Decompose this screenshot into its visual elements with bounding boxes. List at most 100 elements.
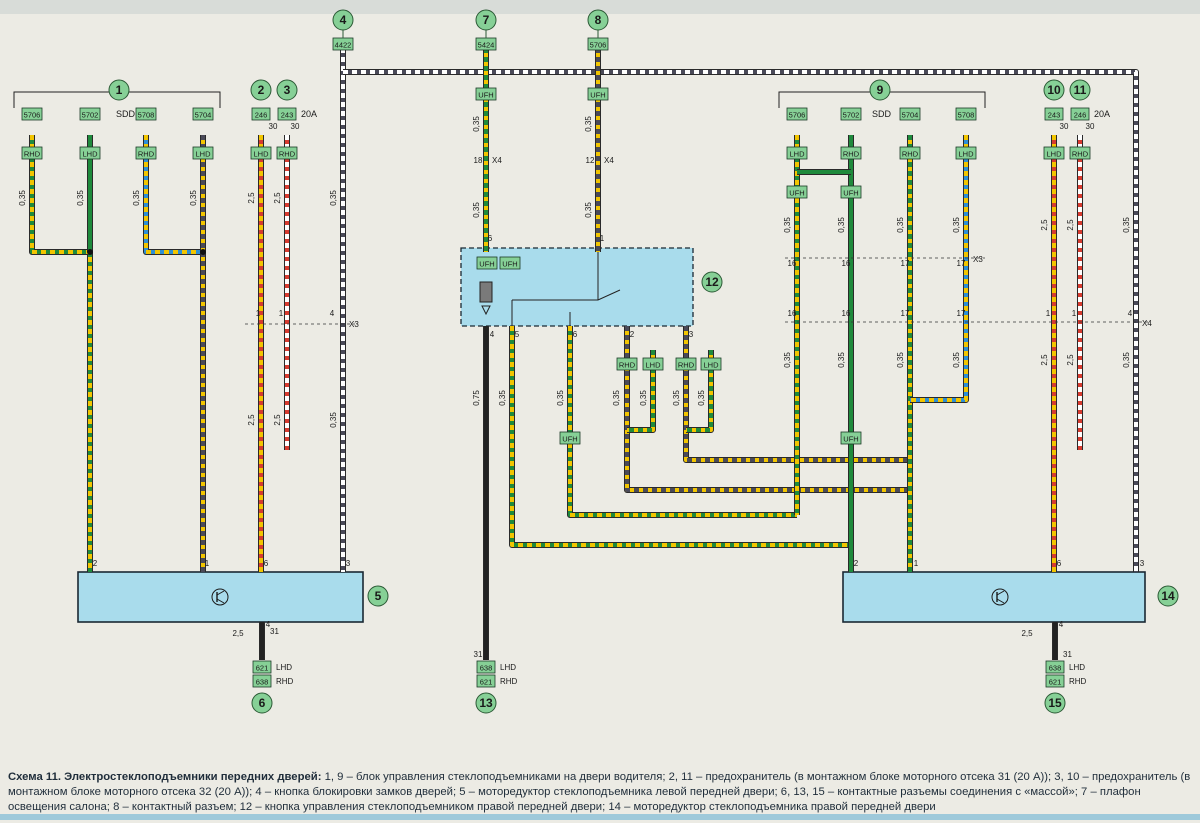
tag-rhd-6-box xyxy=(840,146,862,160)
code-5702-r: 5702 xyxy=(843,111,860,120)
tag-lhd-2: LHD xyxy=(195,150,211,159)
code-246-l: 246 xyxy=(255,111,268,120)
callout-c14-label: 14 xyxy=(1161,589,1175,603)
tag-lhd-3: LHD xyxy=(253,150,269,159)
wire-sw3-lhd xyxy=(686,350,713,432)
tag-rhd-7-box xyxy=(899,146,921,160)
switch-contacts xyxy=(511,252,621,326)
label-lhd-r: LHD xyxy=(1069,663,1085,672)
callout-c10-label: 10 xyxy=(1047,83,1061,97)
pin-p1-6: 1 xyxy=(914,559,919,568)
code-5706-l: 5706 xyxy=(24,111,41,120)
code-5702-r-box xyxy=(840,107,862,121)
tag-ufh-8-box xyxy=(840,431,862,445)
pin-p6-10: 6 xyxy=(488,234,493,243)
callout-c6-label: 6 xyxy=(259,696,266,710)
tag-rhd-4-box xyxy=(616,357,638,371)
pin-p2-15: 2 xyxy=(630,330,635,339)
label-sdd-r: SDD xyxy=(872,109,892,119)
gauge-25-7: 2,5 xyxy=(1066,354,1075,366)
gauge-25-2: 2,5 xyxy=(247,414,256,426)
code-5706-r: 5706 xyxy=(789,111,806,120)
code-5708-r: 5708 xyxy=(958,111,975,120)
tag-rhd-3: RHD xyxy=(279,150,296,159)
code-638-l-box xyxy=(252,674,272,688)
tag-rhd-1-box xyxy=(21,146,43,160)
wire-sw3-stripe xyxy=(684,326,910,462)
wire-sw2-outline xyxy=(624,326,913,572)
tag-rhd-2-box xyxy=(135,146,157,160)
callout-c9-circle xyxy=(869,79,891,101)
label-x4-r: X4 xyxy=(1142,319,1152,328)
code-638-r: 638 xyxy=(1049,664,1062,673)
callout-c5-circle xyxy=(367,585,389,607)
gauge-035-9: 0,35 xyxy=(837,217,846,233)
pin-p4-19: 4 xyxy=(330,309,335,318)
pin-p16-20: 16 xyxy=(788,259,797,268)
pin-p2-0: 2 xyxy=(93,559,98,568)
callout-c3-label: 3 xyxy=(284,83,291,97)
pin-p1-17: 1 xyxy=(256,309,261,318)
wire-l-5708-stripe xyxy=(144,135,203,254)
wire-sw2-lhd xyxy=(627,350,655,432)
code-246-r-box xyxy=(1070,107,1090,121)
label-20a-l: 20A xyxy=(301,109,317,119)
code-246-l-box xyxy=(251,107,271,121)
pin-p17-23: 17 xyxy=(957,259,966,268)
pin-p6-7: 6 xyxy=(1057,559,1062,568)
pin-p4-9: 4 xyxy=(1059,620,1064,629)
gauge-25-4: 2,5 xyxy=(1040,219,1049,231)
gauge-035-13: 0,35 xyxy=(329,412,338,428)
callout-c7-label: 7 xyxy=(483,13,490,27)
code-621-l: 621 xyxy=(256,664,269,673)
code-5706-l-box xyxy=(21,107,43,121)
code-621-r: 621 xyxy=(1049,678,1062,687)
gauge-035-22: 0,35 xyxy=(896,352,905,368)
code-638-l: 638 xyxy=(256,678,269,687)
pin-p3-16: 3 xyxy=(689,330,694,339)
pin-p17-27: 17 xyxy=(957,309,966,318)
label-rhd-r: RHD xyxy=(1069,677,1087,686)
pin-p1-1: 1 xyxy=(205,559,210,568)
tag-ufh-4-box xyxy=(499,256,521,270)
callout-c6-circle xyxy=(251,692,273,714)
gauge-25-ground-l: 2,5 xyxy=(232,629,244,638)
pin-p4-4: 4 xyxy=(266,620,271,629)
gauge-035-25: 0,35 xyxy=(1122,352,1131,368)
code-621-r-box xyxy=(1045,674,1065,688)
tag-rhd-2: RHD xyxy=(138,150,155,159)
gauge-075: 0,75 xyxy=(472,390,481,406)
tag-rhd-8-box xyxy=(1069,146,1091,160)
tag-ufh-1-box xyxy=(475,87,497,101)
gauge-035-12: 0,35 xyxy=(329,190,338,206)
label-30-l1: 30 xyxy=(269,122,278,131)
pin-p2-5: 2 xyxy=(854,559,859,568)
wire-sw2-stripe xyxy=(625,326,912,572)
gauge-25-6: 2,5 xyxy=(1040,354,1049,366)
code-621-m: 621 xyxy=(480,678,493,687)
pin-p3-8: 3 xyxy=(1140,559,1145,568)
pin-p1-28: 1 xyxy=(1046,309,1051,318)
callout-c4-label: 4 xyxy=(340,13,347,27)
gauge-035-5: 0,35 xyxy=(584,116,593,132)
tag-rhd-8: RHD xyxy=(1072,150,1089,159)
transistor-left-collector xyxy=(216,590,225,596)
gauge-035-18: 0,35 xyxy=(498,390,507,406)
gauge-035-21: 0,35 xyxy=(837,352,846,368)
motor-right-box xyxy=(842,571,1146,623)
gauge-035-7: 0,35 xyxy=(584,202,593,218)
tag-rhd-7: RHD xyxy=(902,150,919,159)
code-243-r-box xyxy=(1044,107,1064,121)
code-246-r: 246 xyxy=(1074,111,1087,120)
junction-l1 xyxy=(87,249,93,255)
figure-caption: Схема 11. Электростеклоподъемники передн… xyxy=(8,770,1192,815)
callout-c9-label: 9 xyxy=(877,83,884,97)
pin-p4-30: 4 xyxy=(1128,309,1133,318)
gauge-035-14: 0,35 xyxy=(612,390,621,406)
gauge-25-0: 2,5 xyxy=(247,192,256,204)
label-30-r1: 30 xyxy=(1060,122,1069,131)
junction-l2 xyxy=(200,249,206,255)
gauge-035-8: 0,35 xyxy=(783,217,792,233)
motor-left-box xyxy=(77,571,364,623)
code-638-m: 638 xyxy=(480,664,493,673)
